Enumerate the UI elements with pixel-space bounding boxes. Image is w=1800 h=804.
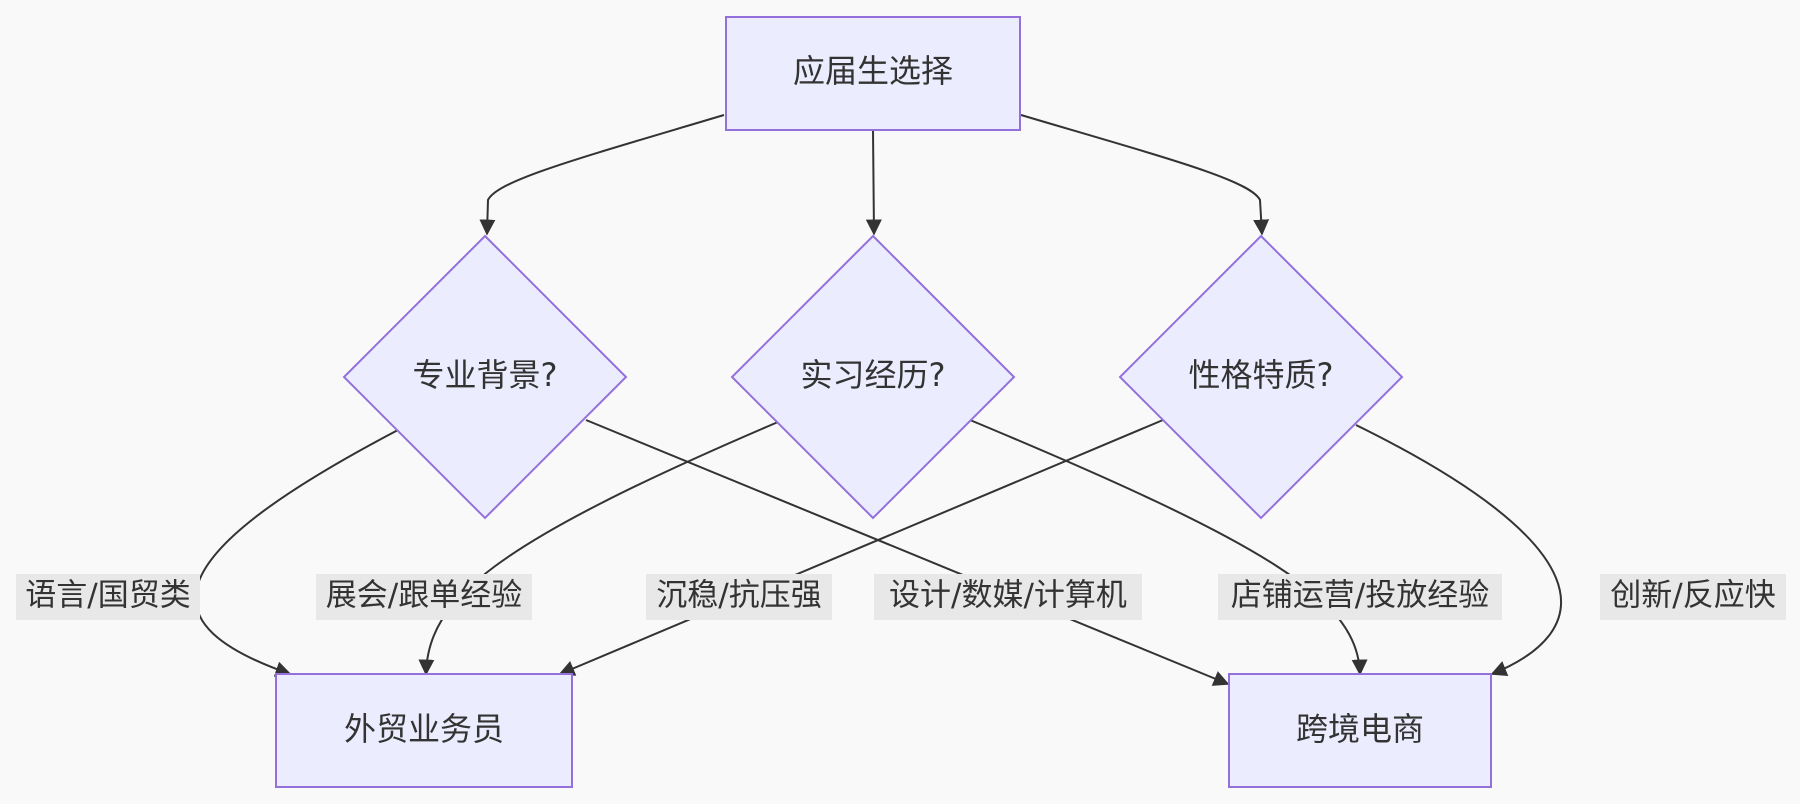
node-foreign-trade: 外贸业务员	[275, 673, 573, 788]
node-cross-border-label: 跨境电商	[1296, 710, 1424, 748]
node-personality: 性格特质?	[1118, 234, 1404, 520]
edges	[194, 114, 1563, 686]
edge-label-major-cross-border: 设计/数媒/计算机	[874, 574, 1142, 620]
edge-label-text: 设计/数媒/计算机	[889, 578, 1127, 614]
edge-start-to-personality	[1020, 114, 1270, 236]
edge-label-intern-cross-border: 店铺运营/投放经验	[1218, 574, 1502, 620]
node-major-label: 专业背景?	[413, 356, 558, 394]
edge-label-text: 语言/国贸类	[25, 578, 190, 614]
edge-label-intern-foreign-trade: 展会/跟单经验	[316, 574, 532, 620]
node-cross-border: 跨境电商	[1228, 673, 1492, 788]
node-foreign-trade-label: 外贸业务员	[344, 710, 504, 748]
edge-major-to-cross-border	[585, 419, 1230, 686]
node-intern-label: 实习经历?	[801, 356, 946, 394]
edge-intern-to-cross-border	[969, 419, 1368, 676]
edge-label-text: 沉稳/抗压强	[656, 578, 821, 614]
edge-intern-to-foreign-trade	[418, 421, 779, 676]
node-personality-label: 性格特质?	[1189, 356, 1334, 394]
edge-label-text: 创新/反应快	[1610, 578, 1775, 614]
node-start-label: 应届生选择	[793, 52, 953, 90]
edge-label-major-foreign-trade: 语言/国贸类	[16, 574, 200, 620]
edge-personality-to-foreign-trade	[558, 419, 1164, 676]
edge-personality-to-cross-border	[1355, 424, 1563, 676]
node-intern: 实习经历?	[730, 234, 1016, 520]
edge-label-text: 店铺运营/投放经验	[1231, 578, 1489, 614]
edge-label-personality-cross-border: 创新/反应快	[1600, 574, 1786, 620]
node-start: 应届生选择	[725, 16, 1021, 131]
edge-label-text: 展会/跟单经验	[326, 578, 522, 614]
edge-label-personality-foreign-trade: 沉稳/抗压强	[646, 574, 832, 620]
edge-start-to-major	[479, 114, 725, 236]
node-major: 专业背景?	[342, 234, 628, 520]
edge-major-to-foreign-trade	[194, 429, 399, 677]
edge-start-to-intern	[865, 129, 882, 236]
